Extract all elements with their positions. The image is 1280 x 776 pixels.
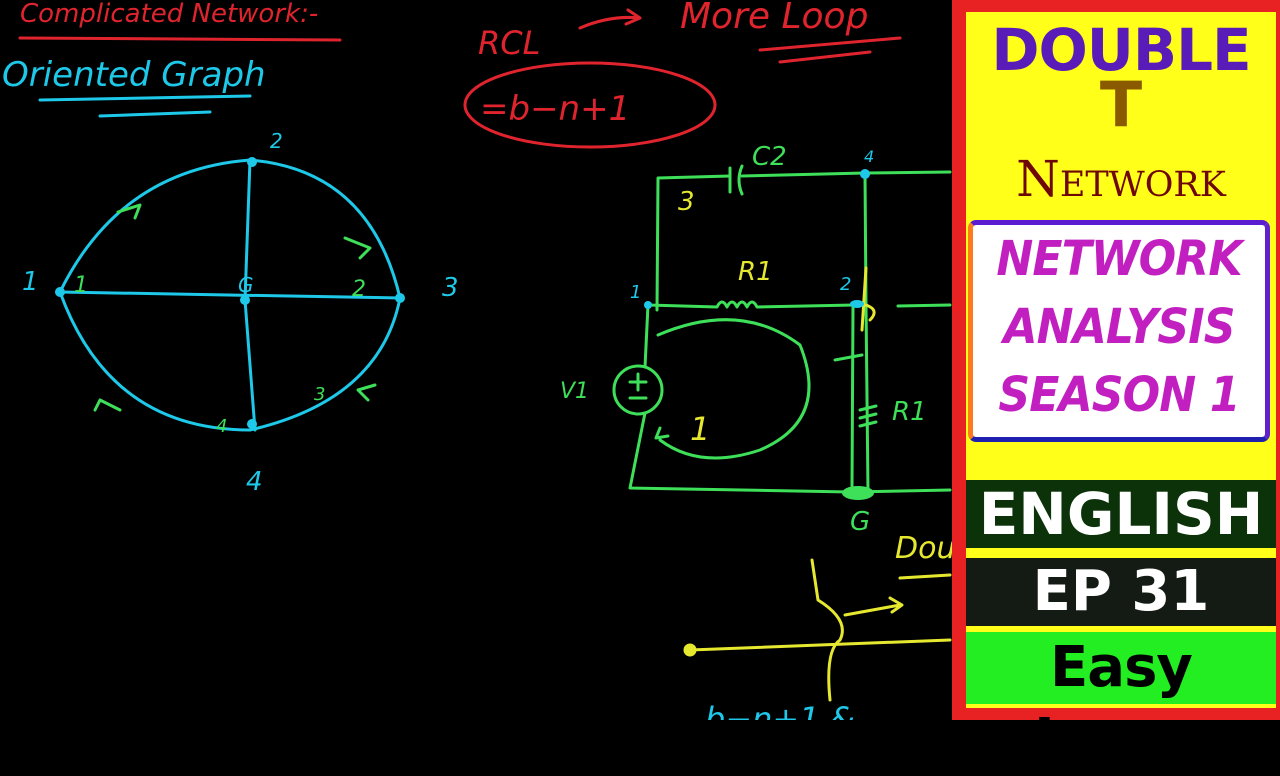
circuit-yellow-marks bbox=[860, 266, 876, 332]
graph-node-2 bbox=[247, 157, 257, 167]
graph-node-label-g: G bbox=[238, 273, 254, 297]
branch-label-2: 2 bbox=[352, 277, 366, 302]
lower-sketch bbox=[683, 558, 952, 702]
subheading-underline bbox=[38, 94, 252, 118]
series-line-1: NETWORK bbox=[996, 231, 1242, 287]
graph-node-label-4: 4 bbox=[246, 467, 263, 497]
ground-label: G bbox=[850, 507, 870, 537]
graph-node-3 bbox=[395, 293, 405, 303]
branch-label-4: 4 bbox=[216, 416, 227, 437]
bottom-formula-text: b−n+1 & bbox=[705, 700, 855, 720]
title-double: DOUBLE bbox=[991, 16, 1251, 84]
graph-node-label-3: 3 bbox=[442, 273, 459, 303]
graph-node-label-2: 2 bbox=[270, 129, 283, 153]
oriented-graph bbox=[58, 158, 402, 432]
r1-top-label: R1 bbox=[738, 257, 773, 287]
node2-label: 2 bbox=[840, 274, 851, 295]
graph-node-g bbox=[240, 295, 250, 305]
heading-text: Complicated Network:- bbox=[20, 0, 318, 29]
title-network: Network bbox=[1016, 150, 1226, 208]
node4-label: 4 bbox=[864, 147, 874, 166]
whiteboard-drawing: Complicated Network:- Oriented Graph RCL… bbox=[2, 0, 952, 720]
series-box: NETWORK ANALYSIS SEASON 1 bbox=[968, 220, 1270, 442]
v1-label: V1 bbox=[560, 379, 589, 404]
graph-node-1 bbox=[55, 287, 65, 297]
more-loop-underline bbox=[758, 36, 902, 64]
episode-banner: EP 31 bbox=[966, 558, 1276, 626]
formula-text: =b−n+1 bbox=[480, 89, 630, 129]
graph-node-label-1: 1 bbox=[22, 267, 39, 297]
graph-node-4 bbox=[247, 419, 257, 429]
rcl-text: RCL bbox=[478, 24, 540, 62]
circuit-nodes bbox=[842, 486, 874, 500]
c2-label: C2 bbox=[752, 142, 787, 172]
title-card: DOUBLE T Network NETWORK ANALYSIS SEASON… bbox=[966, 12, 1276, 772]
heading-underline bbox=[18, 36, 342, 42]
title-t: T bbox=[1099, 68, 1143, 141]
series-line-2: ANALYSIS bbox=[1003, 299, 1235, 355]
loop3-label: 3 bbox=[678, 187, 695, 217]
series-line-3: SEASON 1 bbox=[998, 367, 1240, 423]
rcl-arrow bbox=[578, 8, 642, 30]
channel-banner: Easy Learn bbox=[966, 632, 1276, 772]
double-partial-text: Dou bbox=[895, 531, 952, 566]
branch-label-3: 3 bbox=[314, 384, 325, 405]
thumbnail-title-panel: DOUBLE T Network NETWORK ANALYSIS SEASON… bbox=[952, 0, 1280, 772]
branch-arrows bbox=[93, 203, 377, 412]
node1-label: 1 bbox=[630, 282, 641, 303]
more-loop-text: More Loop bbox=[680, 0, 868, 37]
r1-right-label: R1 bbox=[892, 397, 927, 427]
loop1-label: 1 bbox=[690, 410, 710, 448]
subheading-text: Oriented Graph bbox=[2, 55, 266, 95]
circuit bbox=[612, 164, 952, 494]
formula-ellipse bbox=[463, 61, 717, 149]
language-banner: ENGLISH bbox=[966, 480, 1276, 548]
branch-label-1: 1 bbox=[74, 273, 88, 298]
